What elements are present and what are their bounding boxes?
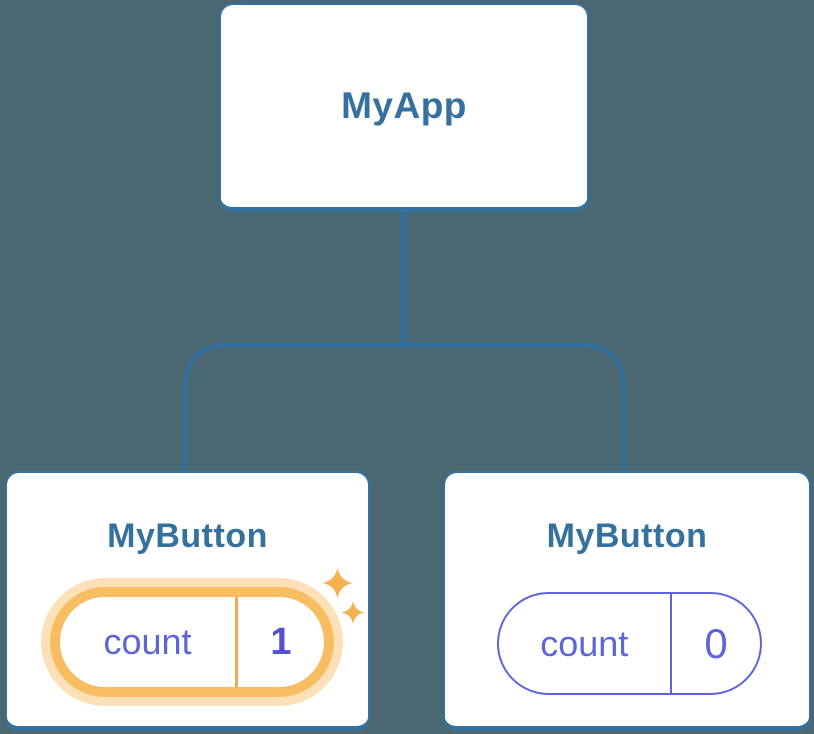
node-myapp-title: MyApp xyxy=(341,85,467,126)
state-pill: count 0 xyxy=(497,592,762,695)
state-pill-highlighted: count 1 xyxy=(50,587,334,697)
pill-divider xyxy=(669,594,672,693)
node-mybutton-left: MyButton count 1 xyxy=(5,471,370,731)
sparkle-icon-small xyxy=(341,601,365,624)
connector-bracket xyxy=(183,343,626,472)
state-value: 1 xyxy=(270,620,292,663)
pill-divider xyxy=(235,597,238,687)
state-label: count xyxy=(540,622,629,664)
state-label: count xyxy=(103,621,192,662)
node-mybutton-right-title: MyButton xyxy=(546,517,708,555)
sparkle-icon-large xyxy=(322,567,353,599)
node-myapp: MyApp xyxy=(219,3,589,212)
node-mybutton-left-title: MyButton xyxy=(107,517,268,555)
state-value: 0 xyxy=(704,619,728,667)
node-mybutton-right: MyButton count 0 xyxy=(443,471,811,731)
